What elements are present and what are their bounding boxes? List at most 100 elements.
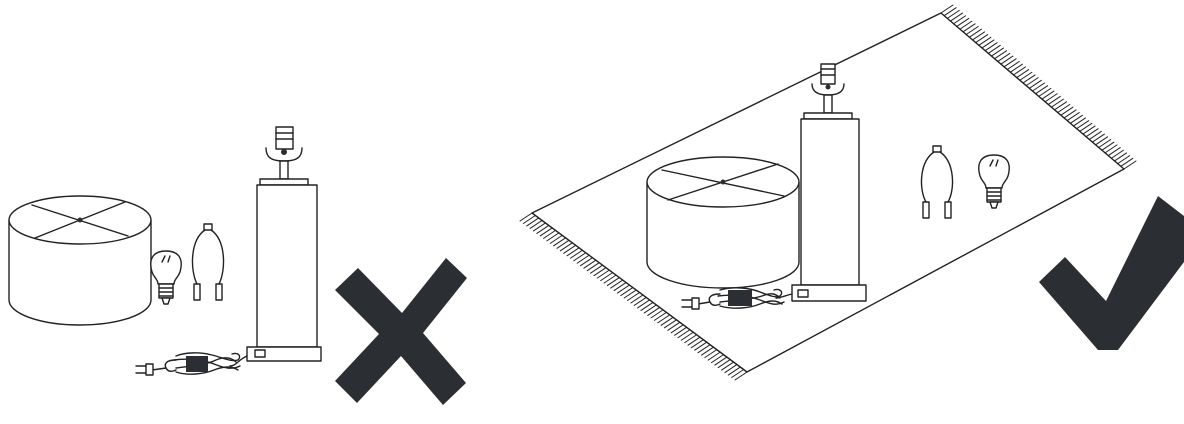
rug-fringe-strand — [681, 332, 693, 340]
rug-fringe-strand — [527, 218, 539, 226]
rug-fringe-strand — [1102, 142, 1114, 150]
rug-fringe-strand — [607, 278, 619, 286]
rug-fringe-strand — [1105, 145, 1117, 153]
rug-fringe-strand — [591, 265, 603, 273]
rug-fringe-strand — [631, 295, 643, 303]
rug-fringe-strand — [1099, 139, 1111, 147]
rug-fringe-strand — [1096, 137, 1108, 145]
rug-fringe-strand — [1083, 126, 1095, 134]
rug-fringe-strand — [570, 250, 582, 258]
rug-fringe-strand — [624, 290, 636, 298]
rug-fringe-strand — [661, 317, 673, 325]
rug-fringe-strand — [1074, 118, 1086, 126]
rug-fringe-strand — [1033, 83, 1045, 91]
rug-fringe-strand — [1092, 134, 1104, 142]
rug-fringe-strand — [995, 51, 1007, 59]
rug-fringe-strand — [621, 288, 633, 296]
rug-fringe-strand — [533, 223, 545, 231]
rug-fringe-strand — [954, 16, 966, 24]
rug-fringe-strand — [701, 347, 713, 355]
check-mark-icon — [1039, 196, 1184, 350]
rug-fringe-strand — [998, 53, 1010, 61]
rug-fringe-strand — [979, 37, 991, 45]
rug-fringe-strand — [1115, 153, 1127, 161]
lamp-base — [247, 127, 321, 361]
rug-fringe-strand — [1121, 158, 1133, 166]
rug-fringe-strand — [969, 29, 981, 37]
rug-fringe-strand — [584, 260, 596, 268]
rug-fringe-strand — [982, 40, 994, 48]
rug-fringe-strand — [708, 352, 720, 360]
rug-fringe-strand — [1023, 75, 1035, 83]
rug-fringe-strand — [732, 370, 744, 378]
rug-fringe-strand — [944, 8, 956, 16]
rug-fringe-strand — [577, 255, 589, 263]
rug-fringe-strand — [960, 21, 972, 29]
rug-fringe-strand — [1004, 59, 1016, 67]
rug-fringe-strand — [711, 355, 723, 363]
rug-fringe-strand — [1055, 102, 1067, 110]
rug-fringe-strand — [530, 220, 542, 228]
rug-fringe-strand — [1067, 113, 1079, 121]
rug-fringe-strand — [695, 342, 707, 350]
rug-fringe-strand — [1118, 156, 1130, 164]
rug-fringe-strand — [634, 297, 646, 305]
rug-fringe-strand — [604, 275, 616, 283]
rug-fringe-strand — [1064, 110, 1076, 118]
incorrect-panel — [9, 127, 467, 405]
rug-fringe-strand — [544, 230, 556, 238]
rug-fringe-strand — [691, 340, 703, 348]
lamp-shade — [647, 157, 799, 288]
rug-fringe-strand — [587, 263, 599, 271]
rug-fringe-strand — [685, 335, 697, 343]
rug-fringe-strand — [1111, 150, 1123, 158]
light-bulb-icon — [151, 251, 181, 304]
rug-fringe-strand — [988, 45, 1000, 53]
rug-fringe-strand — [722, 362, 734, 370]
rug-fringe-strand — [1051, 99, 1063, 107]
rug-fringe-strand — [671, 325, 683, 333]
rug-fringe-strand — [614, 283, 626, 291]
rug-fringe-strand — [601, 273, 613, 281]
rug-fringe-strand — [628, 293, 640, 301]
rug-fringe-strand — [1077, 121, 1089, 129]
power-cord — [136, 353, 247, 375]
rug-fringe-strand — [728, 367, 740, 375]
rug-fringe-strand — [550, 235, 562, 243]
rug-fringe-strand — [985, 43, 997, 51]
cross-mark-icon — [335, 258, 467, 405]
rug-fringe-strand — [1039, 88, 1051, 96]
rug-fringe-strand — [560, 243, 572, 251]
rug-fringe-strand — [654, 312, 666, 320]
rug-fringe-strand — [966, 27, 978, 35]
rug-fringe-strand — [1108, 148, 1120, 156]
rug-fringe-strand — [991, 48, 1003, 56]
rug-fringe-strand — [644, 305, 656, 313]
rug-fringe-strand — [1036, 86, 1048, 94]
rug-fringe-strand — [735, 372, 747, 380]
rug-fringe-strand — [554, 238, 566, 246]
rug-fringe-strand — [1014, 67, 1026, 75]
rug-fringe-strand — [520, 213, 532, 221]
correct-panel — [520, 5, 1184, 380]
rug-fringe-strand — [1048, 96, 1060, 104]
rug-fringe-strand — [658, 315, 670, 323]
rug-fringe-strand — [617, 285, 629, 293]
rug-fringe-strand — [1061, 107, 1073, 115]
rug-fringe-strand — [715, 357, 727, 365]
rug-fringe-strand — [1058, 105, 1070, 113]
rug-fringe-strand — [597, 270, 609, 278]
rug-fringe-strand — [957, 18, 969, 26]
rug-fringe-strand — [567, 248, 579, 256]
rug-fringe-strand — [1089, 131, 1101, 139]
rug-fringe-strand — [668, 322, 680, 330]
rug-fringe-strand — [705, 350, 717, 358]
rug-fringe-strand — [976, 35, 988, 43]
rug-fringe-strand — [718, 360, 730, 368]
rug-fringe-strand — [580, 258, 592, 266]
rug-fringe-strand — [594, 268, 606, 276]
rug-fringe-strand — [1020, 72, 1032, 80]
lamp-shade — [9, 196, 151, 325]
rug-fringe-strand — [963, 24, 975, 32]
rug-fringe-strand — [1045, 94, 1057, 102]
